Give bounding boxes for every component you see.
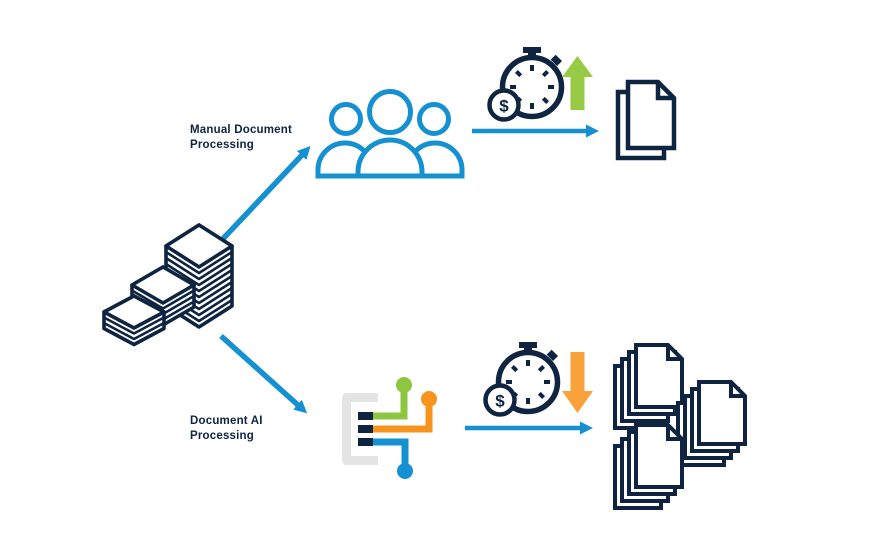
dollar-coin [483, 383, 517, 417]
circuit-bracket [342, 393, 378, 465]
arrow-stack-to-ai [219, 333, 308, 414]
circuit-pin-3 [358, 438, 373, 446]
dollar-sign: $ [495, 392, 505, 411]
person-center-head [367, 89, 413, 135]
documents-output-manual-icon [615, 79, 677, 161]
manual-label-line1: Manual Document [190, 124, 293, 136]
circuit-pin-2 [358, 425, 373, 433]
person-left-head [329, 102, 363, 136]
circuit-node-blue [397, 463, 413, 479]
ai-label-line1: Document AI [190, 415, 263, 427]
dollar-sign: $ [499, 97, 509, 116]
document-cluster-bottom [613, 423, 684, 510]
documents-output-ai-icon [613, 343, 747, 510]
increase-arrow-icon [562, 56, 593, 110]
person-right-head [417, 102, 451, 136]
manual-processing-label: Manual Document Processing [190, 123, 292, 152]
document-cluster-right [676, 380, 747, 467]
circuit-node-orange [421, 391, 437, 407]
dollar-coin [487, 88, 521, 122]
circuit-pin-1 [358, 412, 373, 420]
document-front-fold [655, 82, 674, 101]
document-stack-icon [102, 223, 234, 347]
stopwatch-crown [523, 47, 541, 59]
document-cluster-top [613, 343, 684, 430]
circuit-trace-blue [373, 438, 409, 464]
ai-circuit-icon [342, 377, 437, 479]
ai-label-line2: Processing [190, 429, 254, 442]
circuit-trace-orange [373, 406, 433, 433]
paper-stack-short [102, 294, 166, 347]
manual-label-line2: Processing [190, 138, 254, 151]
circuit-node-green [396, 377, 412, 393]
circuit-trace-green [373, 392, 408, 420]
stopwatch-cost-icon-ai: $ [483, 342, 561, 417]
stopwatch-cost-icon-manual: $ [487, 47, 565, 122]
ai-processing-label: Document AI Processing [190, 414, 263, 443]
stopwatch-crown [519, 342, 537, 354]
document-front [625, 79, 677, 151]
arrow-stack-to-manual [217, 146, 311, 245]
decrease-arrow-icon [562, 352, 593, 413]
people-group-icon [315, 89, 465, 179]
stopwatch-side-button [550, 54, 563, 67]
person-center-body [355, 137, 425, 179]
stopwatch-side-button [546, 349, 559, 362]
